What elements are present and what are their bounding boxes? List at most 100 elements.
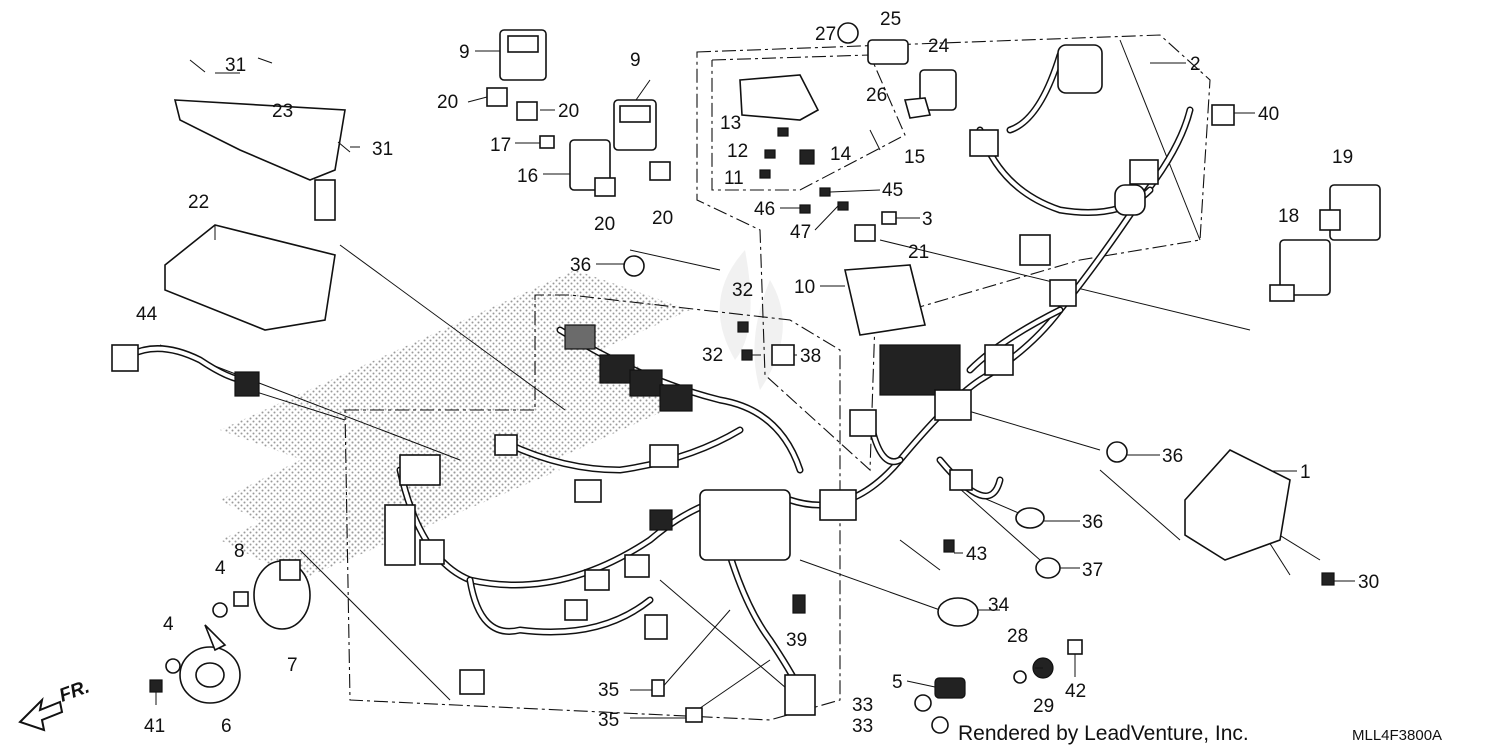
callout-36: 36 bbox=[1082, 512, 1103, 533]
front-direction-indicator: FR. bbox=[18, 676, 92, 732]
part-21 bbox=[854, 224, 876, 242]
part-22-ecu bbox=[164, 224, 336, 331]
callout-6: 6 bbox=[221, 716, 232, 737]
callout-33: 33 bbox=[852, 695, 873, 716]
callout-19: 19 bbox=[1332, 147, 1353, 168]
callout-13: 13 bbox=[720, 113, 741, 134]
callout-21: 21 bbox=[908, 242, 929, 263]
part-31b bbox=[337, 141, 351, 153]
parts bbox=[111, 22, 1381, 734]
callout-4: 4 bbox=[163, 614, 174, 635]
part-25 bbox=[867, 39, 909, 65]
callout-34: 34 bbox=[988, 595, 1010, 616]
callout-24: 24 bbox=[928, 36, 950, 57]
part-37 bbox=[1035, 557, 1061, 579]
part-41 bbox=[149, 679, 163, 693]
part-33b bbox=[931, 716, 949, 734]
part-36c bbox=[1015, 507, 1045, 529]
part-36b bbox=[1106, 441, 1128, 463]
callout-32: 32 bbox=[702, 345, 723, 366]
part-45 bbox=[819, 187, 831, 197]
part-43 bbox=[943, 539, 955, 553]
callout-12: 12 bbox=[727, 141, 748, 162]
main-wire-harness bbox=[384, 44, 1194, 716]
callout-18: 18 bbox=[1278, 206, 1299, 227]
part-42 bbox=[1067, 639, 1083, 655]
part-32a bbox=[737, 321, 749, 333]
callout-31: 31 bbox=[225, 55, 246, 76]
part-26 bbox=[903, 97, 932, 119]
callout-4: 4 bbox=[215, 558, 226, 579]
part-33a bbox=[914, 694, 932, 712]
callout-25: 25 bbox=[880, 9, 901, 30]
callout-20: 20 bbox=[437, 92, 458, 113]
callout-38: 38 bbox=[800, 346, 821, 367]
callout-9: 9 bbox=[630, 50, 641, 71]
part-46 bbox=[799, 204, 811, 214]
part-20d bbox=[649, 161, 671, 181]
callout-20: 20 bbox=[594, 214, 615, 235]
callout-36: 36 bbox=[570, 255, 591, 276]
callout-17: 17 bbox=[490, 135, 511, 156]
part-24 bbox=[919, 69, 957, 111]
callout-45: 45 bbox=[882, 180, 903, 201]
part-34 bbox=[937, 597, 979, 627]
front-arrow-icon bbox=[18, 696, 64, 732]
callout-10: 10 bbox=[794, 277, 815, 298]
part-4b bbox=[165, 658, 181, 674]
callout-23: 23 bbox=[272, 101, 293, 122]
part-12 bbox=[764, 149, 776, 159]
part-4a bbox=[212, 602, 228, 618]
part-38 bbox=[771, 344, 795, 366]
part-20a bbox=[486, 87, 508, 107]
part-5 bbox=[934, 677, 966, 699]
part-35b bbox=[685, 707, 703, 723]
part-20c bbox=[594, 177, 616, 197]
callout-27: 27 bbox=[815, 24, 836, 45]
part-35a bbox=[651, 679, 665, 697]
diagram-code: MLL4F3800A bbox=[1352, 727, 1442, 744]
callout-16: 16 bbox=[517, 166, 538, 187]
callout-labels: 1 2 3 4 4 5 6 7 8 9 9 10 11 12 13 14 15 … bbox=[136, 9, 1379, 737]
callout-46: 46 bbox=[754, 199, 775, 220]
callout-43: 43 bbox=[966, 544, 987, 565]
callout-14: 14 bbox=[830, 144, 852, 165]
callout-36: 36 bbox=[1162, 446, 1183, 467]
callout-35: 35 bbox=[598, 680, 619, 701]
callout-35: 35 bbox=[598, 710, 619, 731]
callout-15: 15 bbox=[904, 147, 925, 168]
callout-47: 47 bbox=[790, 222, 811, 243]
callout-31: 31 bbox=[372, 139, 393, 160]
part-27 bbox=[837, 22, 859, 44]
callout-5: 5 bbox=[892, 672, 903, 693]
callout-3: 3 bbox=[922, 209, 933, 230]
callout-1: 1 bbox=[1300, 462, 1311, 483]
callout-39: 39 bbox=[786, 630, 807, 651]
callout-20: 20 bbox=[652, 208, 673, 229]
part-17 bbox=[539, 135, 555, 149]
part-1 bbox=[1184, 449, 1291, 561]
callout-32: 32 bbox=[732, 280, 753, 301]
callout-leaders bbox=[215, 50, 1355, 719]
callout-28: 28 bbox=[1007, 626, 1028, 647]
callout-9: 9 bbox=[459, 42, 470, 63]
part-23 bbox=[173, 99, 346, 181]
callout-40: 40 bbox=[1258, 104, 1279, 125]
callout-42: 42 bbox=[1065, 681, 1086, 702]
callout-8: 8 bbox=[234, 541, 245, 562]
part-15 bbox=[739, 74, 820, 121]
part-14 bbox=[799, 149, 815, 165]
leader-lines bbox=[159, 39, 1321, 716]
watermark-logo bbox=[719, 250, 783, 390]
callout-20: 20 bbox=[558, 101, 579, 122]
part-11 bbox=[759, 169, 771, 179]
callout-33: 33 bbox=[852, 716, 873, 737]
callout-2: 2 bbox=[1190, 54, 1201, 75]
callout-44: 44 bbox=[136, 304, 158, 325]
part-32b bbox=[741, 349, 753, 361]
callout-22: 22 bbox=[188, 192, 209, 213]
callout-29: 29 bbox=[1033, 696, 1054, 717]
part-8 bbox=[233, 591, 249, 607]
part-30 bbox=[1321, 572, 1335, 586]
